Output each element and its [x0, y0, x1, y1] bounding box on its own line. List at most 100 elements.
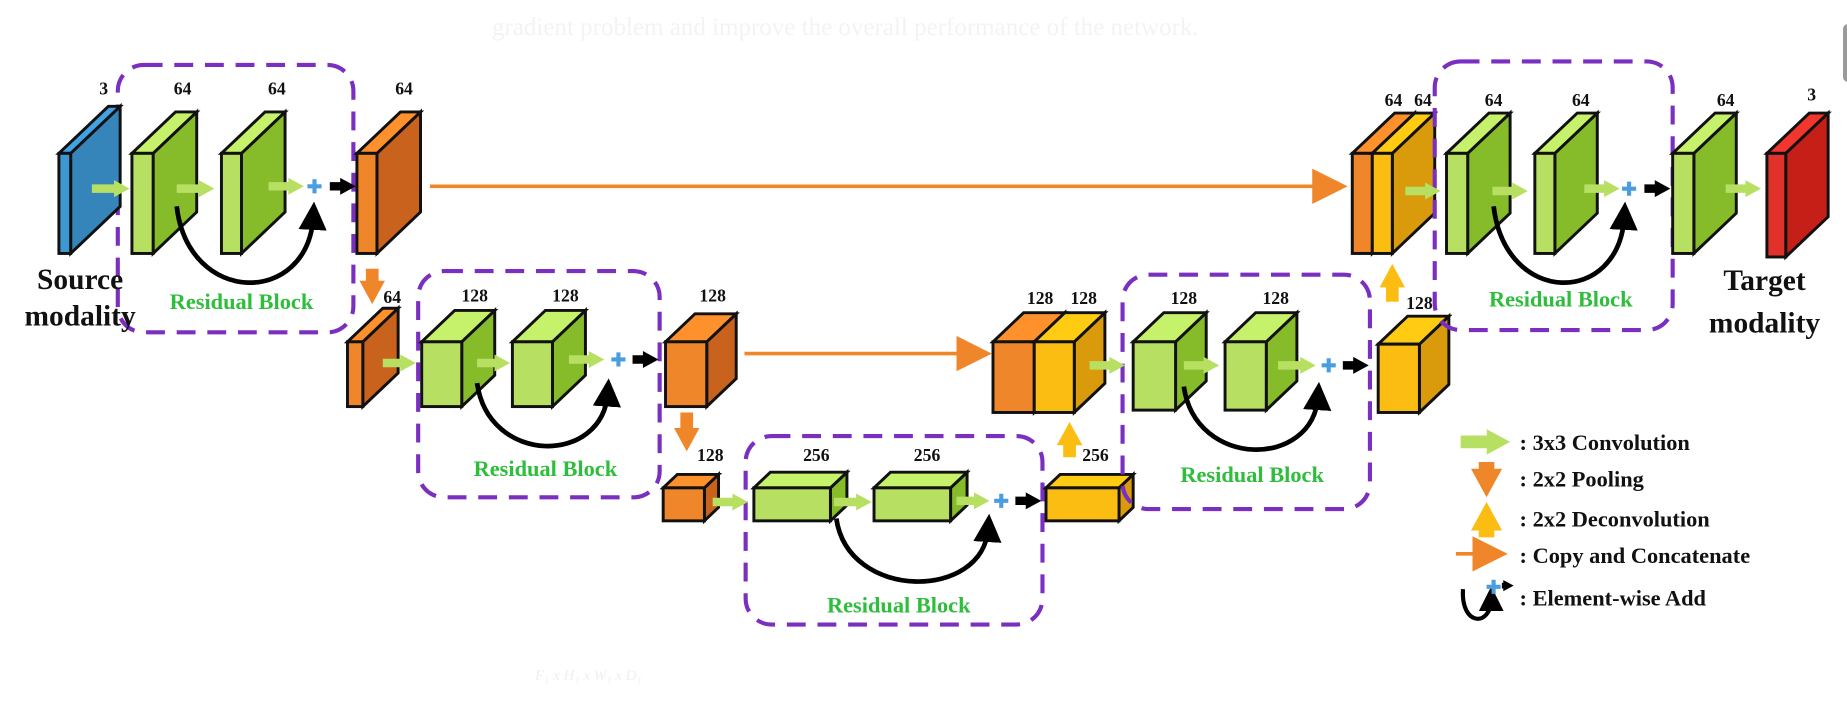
conv-arrow [1725, 180, 1762, 198]
channel-count-label: 256 [914, 445, 941, 465]
block-front-face [991, 340, 1036, 414]
target-label-line2: modality [1709, 307, 1820, 339]
pool1-block [343, 304, 402, 411]
dec2-out-block [1374, 312, 1453, 416]
residual-skip-arrow [1491, 201, 1638, 285]
deconvolution-arrow [1056, 421, 1083, 458]
legend-add-arc-icon [1460, 586, 1504, 621]
enc1-conv1-block [128, 108, 201, 257]
element-wise-add-icon [994, 493, 1009, 508]
conv-arrow [1492, 182, 1528, 200]
block-front-face [1376, 342, 1421, 414]
residual-block-label: Residual Block [1489, 286, 1633, 311]
block-front-face [1671, 151, 1696, 255]
conv-arrow [91, 180, 130, 198]
channel-count-label: 3 [1807, 84, 1816, 104]
channel-count-label: 256 [1082, 445, 1109, 465]
target-label-line1: Target [1723, 265, 1806, 297]
dec1-conv2-block [1531, 109, 1601, 257]
final-conv-block [1668, 109, 1740, 257]
channel-count-label: 128 [552, 286, 579, 306]
background-caption-text: gradient problem and improve the overall… [492, 14, 1199, 41]
output-arrow [1342, 356, 1369, 374]
channel-count-label: 128 [1171, 288, 1198, 308]
block-front-face [1032, 340, 1076, 414]
dec1-conv1-block [1442, 109, 1514, 257]
source-label-line1: Source [37, 264, 123, 296]
channel-count-label: 64 [1485, 90, 1503, 110]
residual-block-border [416, 269, 662, 500]
residual-block-label: Residual Block [1180, 462, 1324, 487]
residual-skip-arrow [174, 201, 327, 285]
channel-count-label: 64 [1385, 90, 1403, 110]
block-front-face [355, 151, 379, 255]
conv-arrow [477, 354, 511, 372]
element-wise-add-icon [1622, 181, 1637, 196]
block-front-face [420, 340, 464, 409]
residual-block-border [1432, 59, 1675, 333]
channel-count-label: 3 [99, 78, 108, 98]
enc2-out-block [661, 310, 740, 411]
block-front-face [664, 340, 709, 409]
block-front-face [752, 486, 832, 523]
conv-arrow [712, 493, 748, 511]
block-front-face [1445, 151, 1470, 255]
residual-block-label: Residual Block [474, 456, 618, 481]
legend-item-label: : 2x2 Deconvolution [1520, 507, 1711, 532]
channel-count-label: 128 [1406, 293, 1433, 313]
pooling-arrow [674, 412, 700, 452]
conv-arrow [833, 493, 872, 511]
residual-block-border [743, 433, 1045, 627]
conv-arrow [1405, 182, 1441, 200]
output-arrow [329, 177, 356, 195]
legend-item-label: : 2x2 Pooling [1520, 467, 1644, 492]
block-front-face [1223, 340, 1268, 412]
output-arrow [1015, 492, 1042, 510]
block-front-face [130, 151, 155, 255]
block-front-face [661, 486, 706, 523]
legend-add-arrow-icon [1501, 579, 1514, 592]
scrollbar[interactable] [1843, 24, 1847, 82]
block-top-face [1042, 472, 1137, 490]
conv-arrow [1278, 356, 1316, 374]
channel-count-label: 128 [1262, 288, 1289, 308]
channel-count-label: 128 [1027, 288, 1054, 308]
channel-count-label: 128 [461, 286, 488, 306]
legend-item-label: : Copy and Concatenate [1520, 543, 1751, 568]
legend-conv-arrow-icon [1460, 429, 1511, 455]
channel-count-label: 64 [1717, 90, 1735, 110]
channel-count-label: 64 [395, 78, 413, 98]
element-wise-add-icon [307, 179, 322, 194]
element-wise-add-icon [611, 352, 626, 367]
channel-count-label: 64 [1572, 90, 1590, 110]
block-front-face [1765, 151, 1788, 259]
block-front-face [1533, 151, 1557, 255]
source-label-line2: modality [24, 300, 135, 332]
block-front-face [510, 340, 554, 409]
legend-item-label: : Element-wise Add [1520, 586, 1707, 611]
residual-skip-arrow [834, 513, 1002, 584]
channel-count-label: 128 [1070, 288, 1097, 308]
residual-block-border [1120, 272, 1372, 512]
bott-conv1-block [750, 468, 851, 525]
conv-arrow [382, 354, 416, 372]
bott-out-block [1042, 471, 1137, 525]
block-front-face [872, 486, 953, 523]
bott-conv2-block [870, 468, 971, 525]
background-formula-text: F₁ x H₁ x W₁ x D₁ [535, 668, 642, 684]
dec2-conv2-block [1221, 309, 1301, 414]
legend-pooling-arrow-icon [1471, 461, 1503, 498]
channel-count-label: 64 [1414, 90, 1432, 110]
conv-arrow [956, 492, 990, 510]
pooling-arrow [359, 268, 385, 305]
block-front-face [57, 151, 73, 255]
conv-arrow [568, 350, 605, 368]
block-top-face [870, 470, 971, 490]
output-arrow [632, 350, 659, 368]
block-front-face [1370, 151, 1394, 255]
element-wise-add-icon [1486, 579, 1501, 594]
block-front-face [1044, 486, 1121, 523]
block-front-face [219, 151, 243, 255]
deconvolution-arrow [1379, 264, 1406, 302]
